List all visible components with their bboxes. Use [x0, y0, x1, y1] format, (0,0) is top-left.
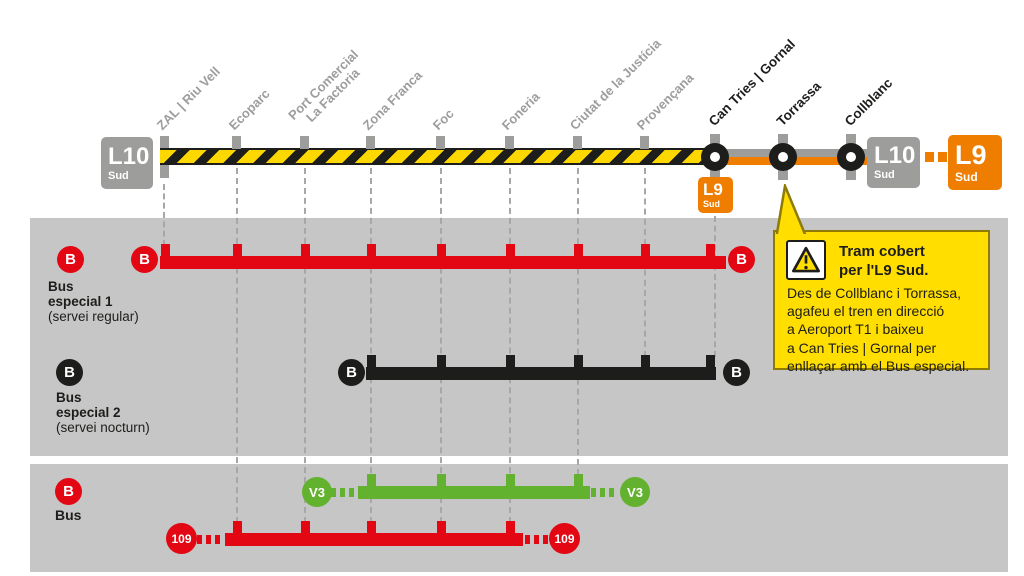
station-tick: [846, 134, 856, 150]
stop-tick: [641, 355, 650, 367]
stop-tick: [233, 244, 242, 256]
panel-bus-regular: [30, 464, 1008, 572]
stop-tick: [367, 474, 376, 486]
bus109-start-badge: 109: [166, 523, 197, 554]
bus-especial-1-start-badge: B: [131, 246, 158, 273]
station-label-zal-riu-vell: ZAL | Riu Vell: [153, 63, 223, 133]
stop-tick: [367, 521, 376, 533]
guide-line-port-comercial: [304, 168, 306, 523]
station-label-torrassa: Torrassa: [773, 78, 824, 129]
stop-tick: [506, 474, 515, 486]
guide-line-ecoparc: [236, 168, 238, 523]
stop-tick: [367, 355, 376, 367]
bus-especial-2-start-badge: B: [338, 359, 365, 386]
guide-line-foneria: [509, 168, 511, 523]
bus-especial-1-route: [160, 256, 726, 269]
station-tick: [846, 164, 856, 180]
v3-end-badge: V3: [620, 477, 650, 507]
station-tick: [436, 136, 445, 149]
stop-tick: [437, 244, 446, 256]
bus-especial-2-end-badge: B: [723, 359, 750, 386]
bus-especial-1-end-badge: B: [728, 246, 755, 273]
station-label-foneria: Foneria: [498, 89, 543, 133]
stop-tick: [706, 244, 715, 256]
stop-tick: [161, 244, 170, 256]
callout-pointer: [775, 184, 807, 234]
station-tick: [710, 164, 720, 180]
bus109-end-badge: 109: [549, 523, 580, 554]
bus-especial-2-legend-badge: B: [56, 359, 83, 386]
stop-tick: [506, 521, 515, 533]
bus-especial-1-legend: Bus especial 1 (servei regular): [48, 279, 139, 324]
station-tick: [640, 136, 649, 149]
v3-route: [358, 486, 590, 499]
line-continues-dash: [938, 152, 947, 162]
v3-dotted-segment: [331, 488, 357, 497]
stop-tick: [233, 521, 242, 533]
stop-tick: [437, 474, 446, 486]
station-label-zona-franca: Zona Franca: [359, 67, 426, 133]
l10-suspended-track: [160, 148, 715, 165]
station-tick: [778, 164, 788, 180]
station-tick: [573, 136, 582, 149]
stop-tick: [301, 244, 310, 256]
guide-line-foc: [440, 168, 442, 523]
line-continues-dash: [925, 152, 934, 162]
guide-line-zal: [163, 184, 165, 246]
bus-especial-2-route: [366, 367, 716, 380]
station-node-torrassa: [769, 143, 797, 171]
station-tick: [366, 136, 375, 149]
bus109-dotted-segment: [525, 535, 549, 544]
stop-tick: [506, 355, 515, 367]
station-tick: [778, 134, 788, 150]
station-label-ecoparc: Ecoparc: [225, 85, 273, 133]
stop-tick: [574, 244, 583, 256]
station-tick: [300, 136, 309, 149]
guide-line-ciutat-justicia: [577, 168, 579, 475]
l9-sud-badge-can-tries: L9 Sud: [698, 177, 733, 213]
warning-icon: [786, 240, 826, 280]
stop-tick: [574, 474, 583, 486]
bus-legend: Bus: [55, 507, 82, 523]
stop-tick: [301, 521, 310, 533]
l10-sud-badge-right: L10 Sud: [867, 137, 920, 188]
station-node-collblanc: [837, 143, 865, 171]
bus109-route: [225, 533, 523, 546]
station-node-can-tries: [701, 143, 729, 171]
v3-start-badge: V3: [302, 477, 332, 507]
guide-line-zona-franca: [370, 168, 372, 523]
v3-dotted-segment: [591, 488, 618, 497]
station-label-collblanc: Collblanc: [841, 75, 896, 129]
station-tick: [505, 136, 514, 149]
notice-callout: Tram cobert per l'L9 Sud. Des de Collbla…: [773, 230, 990, 374]
bus-legend-badge: B: [55, 478, 82, 505]
stop-tick: [574, 355, 583, 367]
l10-sud-badge-left: L10 Sud: [101, 137, 153, 189]
station-label-provencana: Provençana: [633, 70, 697, 133]
station-label-foc: Foc: [429, 105, 457, 133]
stop-tick: [506, 244, 515, 256]
station-tick: [710, 134, 720, 150]
bus-especial-2-legend: Bus especial 2 (servei nocturn): [56, 390, 150, 435]
callout-title: Tram cobert per l'L9 Sud.: [839, 243, 929, 279]
station-label-port-comercial: Port Comercial La Factoria: [285, 46, 363, 125]
bus109-dotted-segment: [197, 535, 224, 544]
l9-sud-badge-right: L9 Sud: [948, 135, 1002, 190]
bus-especial-1-legend-badge: B: [57, 246, 84, 273]
callout-body: Des de Collblanc i Torrassa, agafeu el t…: [787, 285, 970, 374]
stop-tick: [641, 244, 650, 256]
stop-tick: [437, 355, 446, 367]
guide-line-can-tries: [714, 216, 716, 357]
station-tick: [232, 136, 241, 149]
stop-tick: [706, 355, 715, 367]
stop-tick: [437, 521, 446, 533]
stop-tick: [367, 244, 376, 256]
